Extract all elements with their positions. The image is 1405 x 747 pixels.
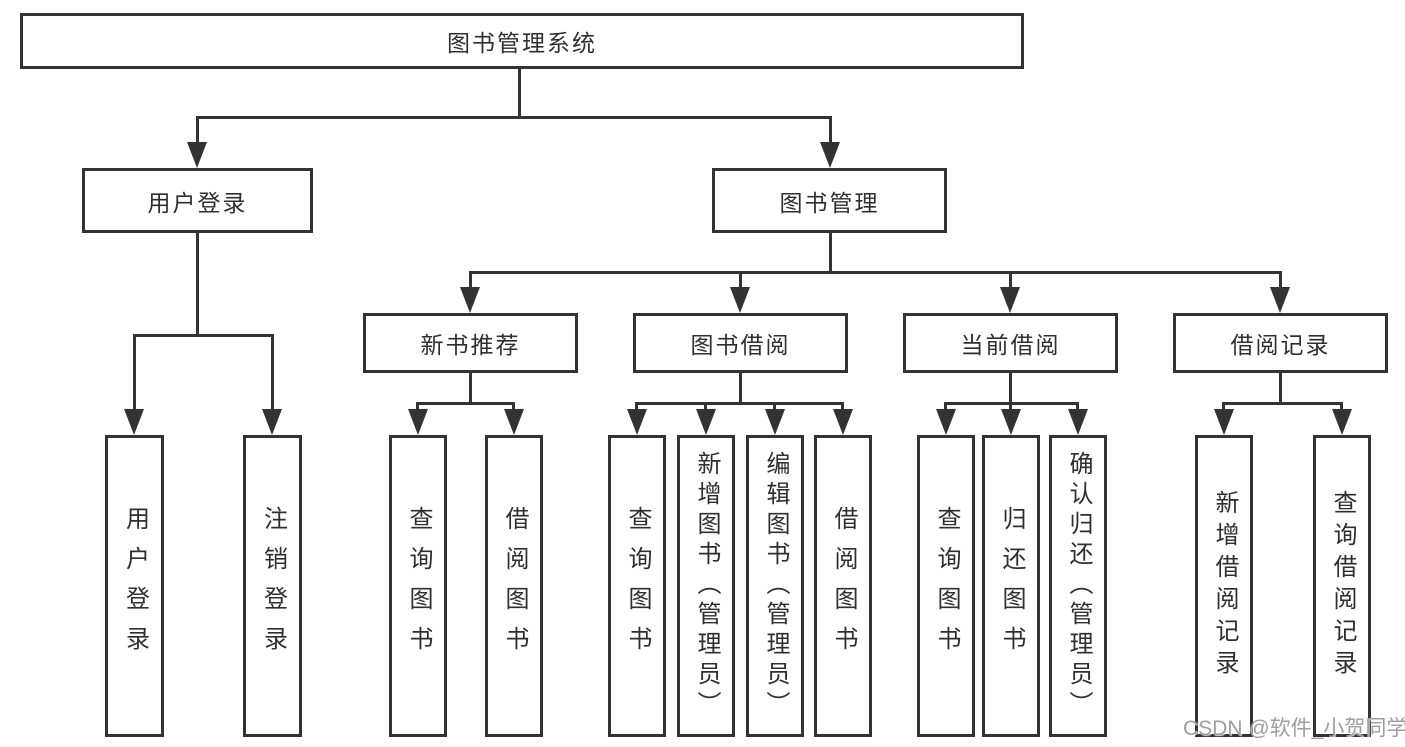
node-current-borrow: 当前借阅 — [903, 313, 1118, 373]
node-user-login: 用户登录 — [82, 168, 313, 233]
connector-line — [469, 271, 1282, 274]
leaf-cb-return-book: 归还图书 — [982, 435, 1040, 737]
arrow-down-icon — [504, 409, 524, 435]
arrow-down-icon — [1000, 287, 1020, 313]
leaf-bb-borrow-book: 借阅图书 — [814, 435, 872, 737]
leaf-bb-query-book: 查询图书 — [608, 435, 666, 737]
arrow-down-icon — [1068, 409, 1088, 435]
connector-line — [739, 373, 742, 404]
leaf-nbr-borrow-book: 借阅图书 — [485, 435, 543, 737]
connector-line — [739, 271, 742, 289]
leaf-bb-add-book-admin: 新增图书（管理员） — [677, 435, 735, 737]
arrow-down-icon — [1214, 409, 1234, 435]
connector-line — [944, 402, 947, 412]
arrow-down-icon — [262, 409, 282, 435]
connector-line — [133, 334, 274, 337]
arrow-down-icon — [627, 409, 647, 435]
connector-line — [704, 402, 707, 412]
connector-line — [635, 402, 638, 412]
leaf-user-login: 用户登录 — [105, 435, 164, 737]
arrow-down-icon — [1001, 409, 1021, 435]
connector-line — [196, 116, 832, 119]
connector-line — [1340, 402, 1343, 412]
connector-line — [469, 271, 472, 289]
connector-line — [829, 233, 832, 273]
arrow-down-icon — [820, 142, 840, 168]
connector-line — [829, 116, 832, 144]
connector-line — [512, 402, 515, 412]
connector-line — [271, 334, 274, 411]
arrow-down-icon — [124, 409, 144, 435]
arrow-down-icon — [833, 409, 853, 435]
connector-line — [1009, 373, 1012, 404]
leaf-logout-login: 注销登录 — [243, 435, 302, 737]
connector-line — [196, 233, 199, 337]
leaf-br-add-borrow-record: 新增借阅记录 — [1195, 435, 1253, 737]
arrow-down-icon — [460, 287, 480, 313]
connector-line — [518, 69, 521, 118]
watermark: CSDN @软件_小贺同学 — [1183, 717, 1405, 740]
connector-line — [1076, 402, 1079, 412]
node-root: 图书管理系统 — [20, 13, 1024, 69]
connector-line — [416, 402, 419, 412]
connector-line — [1222, 402, 1225, 412]
leaf-cb-query-book: 查询图书 — [917, 435, 975, 737]
arrow-down-icon — [1332, 409, 1352, 435]
leaf-cb-confirm-return-admin: 确认归还（管理员） — [1049, 435, 1107, 737]
node-book-borrow: 图书借阅 — [633, 313, 848, 373]
node-new-book-recommend: 新书推荐 — [363, 313, 578, 373]
arrow-down-icon — [408, 409, 428, 435]
connector-line — [1009, 271, 1012, 289]
connector-line — [133, 334, 136, 411]
connector-line — [1279, 373, 1282, 404]
node-book-management: 图书管理 — [712, 168, 947, 233]
connector-line — [635, 402, 844, 405]
leaf-nbr-query-book: 查询图书 — [389, 435, 447, 737]
arrow-down-icon — [187, 142, 207, 168]
connector-line — [196, 116, 199, 144]
node-borrow-records: 借阅记录 — [1173, 313, 1388, 373]
connector-line — [1279, 271, 1282, 289]
arrow-down-icon — [730, 287, 750, 313]
leaf-br-query-borrow-record: 查询借阅记录 — [1313, 435, 1371, 737]
connector-line — [773, 402, 776, 412]
arrow-down-icon — [696, 409, 716, 435]
connector-line — [469, 373, 472, 404]
connector-line — [416, 402, 515, 405]
arrow-down-icon — [765, 409, 785, 435]
connector-line — [841, 402, 844, 412]
arrow-down-icon — [936, 409, 956, 435]
arrow-down-icon — [1270, 287, 1290, 313]
leaf-bb-edit-book-admin: 编辑图书（管理员） — [746, 435, 804, 737]
connector-line — [1222, 402, 1343, 405]
connector-line — [1009, 402, 1012, 412]
